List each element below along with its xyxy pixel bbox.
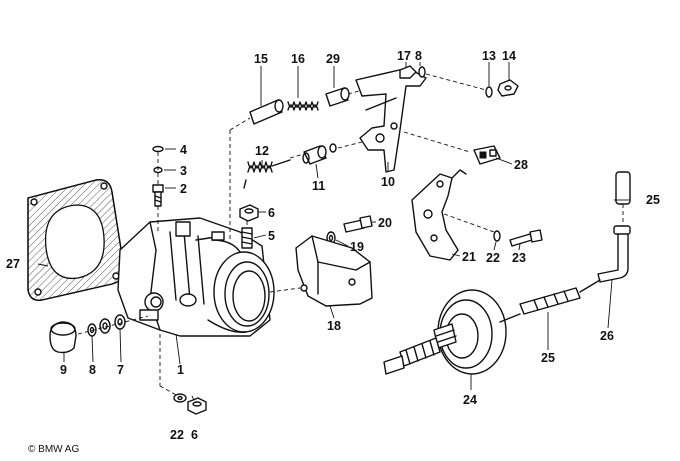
callout-6-upper: 6 [268,206,275,220]
callout-1: 1 [177,363,184,377]
cap-part-9 [49,321,77,354]
bracket-part-18 [295,235,373,307]
washer-part-22-upper [493,230,501,242]
callout-6-lower: 6 [191,428,198,442]
leader-lines [37,62,630,390]
screw-part-2 [152,184,164,207]
nut-part-6-lower [187,397,207,415]
screw-part-23 [509,229,543,247]
washer-part-7b [114,314,126,330]
nut-part-14 [497,79,519,97]
callout-11: 11 [312,179,325,193]
callout-14: 14 [502,49,516,63]
washer-part-13 [485,86,493,98]
callout-18: 18 [327,319,341,333]
bracket-part-21 [411,169,467,261]
callout-2: 2 [180,182,187,196]
callout-29: 29 [326,52,340,66]
callout-17: 17 [397,49,411,63]
callout-15: 15 [254,52,268,66]
callout-26: 26 [600,329,614,343]
washer-part-8-upper [418,66,426,78]
callout-9: 9 [60,363,67,377]
spring-part-12 [243,159,291,189]
callout-22-upper: 22 [486,251,500,265]
callout-8-upper: 8 [415,49,422,63]
callout-labels: 15 16 29 17 8 13 14 4 3 2 12 11 10 28 25… [6,49,660,442]
callout-22-lower: 22 [170,428,184,442]
callout-20: 20 [378,216,392,230]
callout-3: 3 [180,164,187,178]
cable-sleeve-part-25 [519,279,601,315]
callout-7: 7 [117,363,124,377]
callout-23: 23 [512,251,526,265]
cable-part-26 [597,225,631,283]
copyright-notice: © BMW AG [28,444,80,455]
bush-part-11 [302,143,337,165]
callout-27: 27 [6,257,20,271]
callout-12: 12 [255,144,269,158]
callout-24: 24 [463,393,477,407]
callout-8-lower: 8 [89,363,96,377]
callout-28: 28 [514,158,528,172]
stud-part-5 [241,227,253,249]
callout-25-upper: 25 [646,193,660,207]
washer-part-22-lower [173,393,187,403]
nut-part-17 [399,65,417,79]
callout-16: 16 [291,52,305,66]
vacuum-unit-part-24 [383,289,521,375]
callout-10: 10 [381,175,395,189]
callout-4: 4 [180,143,187,157]
callout-25-lower: 25 [541,351,555,365]
connector-part-28 [473,145,501,165]
gasket-part [27,179,125,301]
nut-part-6-upper [239,204,259,222]
spring-part-16 [287,101,319,111]
lever-bracket-part-10 [355,67,427,173]
bush-part-29 [325,87,350,107]
sleeve-part-15 [249,99,284,125]
bolt-part-20 [343,215,373,233]
throttle-body-part [117,217,275,337]
callout-21: 21 [462,250,476,264]
washer-part-4 [152,145,164,153]
cable-end-part-25-upper [615,171,631,205]
washer-part-7a [99,318,111,334]
callout-5: 5 [268,229,275,243]
callout-13: 13 [482,49,496,63]
callout-19: 19 [350,240,364,254]
